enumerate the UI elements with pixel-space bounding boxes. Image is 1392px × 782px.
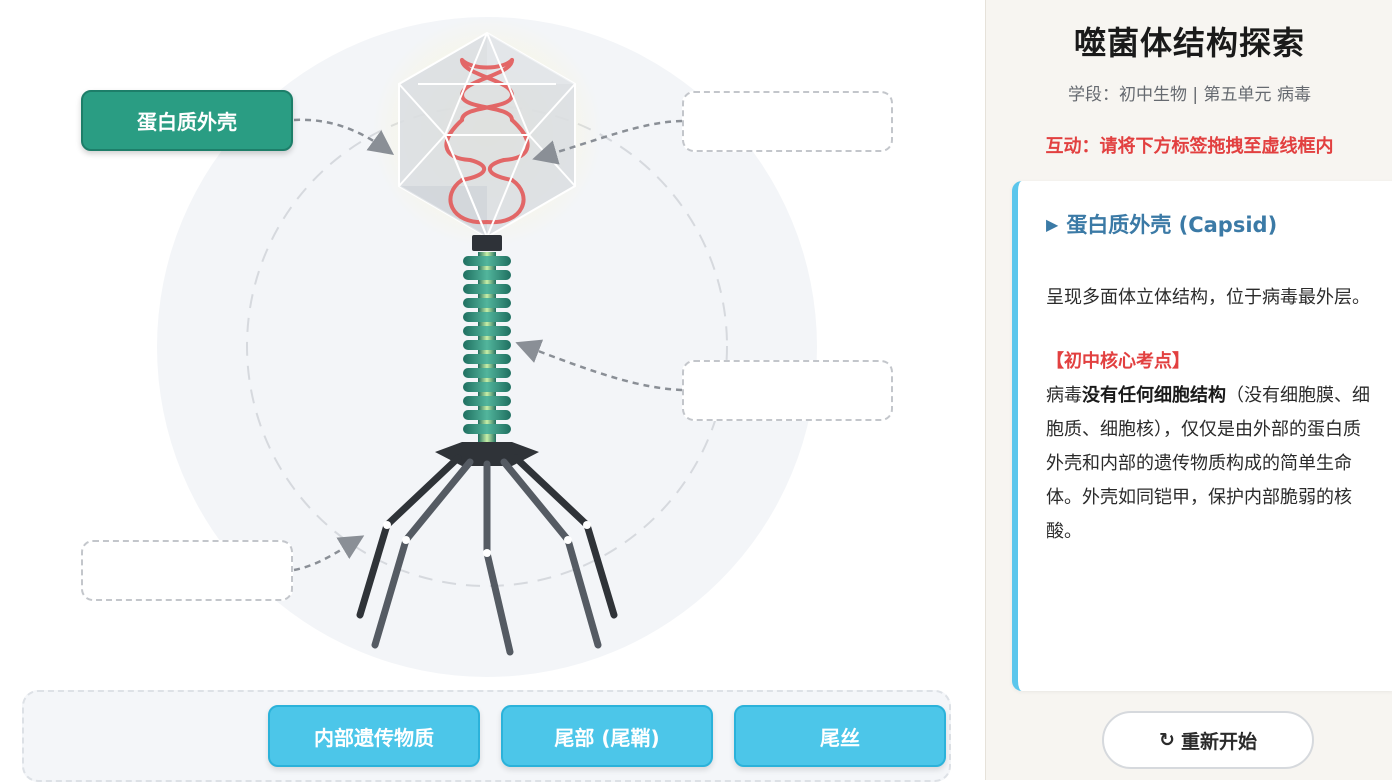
key-point-prefix: 病毒 <box>1046 385 1082 406</box>
info-title-text: 蛋白质外壳 (Capsid) <box>1066 213 1278 237</box>
key-point-rest: （没有细胞膜、细胞质、细胞核），仅仅是由外部的蛋白质外壳和内部的遗传物质构成的简… <box>1046 385 1370 542</box>
neck-collar <box>472 235 502 251</box>
instruction-text: 互动：请将下方标签拖拽至虚线框内 <box>1045 136 1334 157</box>
base-plate <box>435 442 539 466</box>
capsid <box>398 31 576 239</box>
chip-genetic-material[interactable]: 内部遗传物质 <box>268 705 480 767</box>
key-point-text: 病毒没有任何细胞结构（没有细胞膜、细胞质、细胞核），仅仅是由外部的蛋白质外壳和内… <box>1046 379 1371 549</box>
chip-tail-sheath[interactable]: 尾部 (尾鞘) <box>501 705 713 767</box>
phage-diagram <box>246 17 728 656</box>
arrow-icon <box>293 118 683 572</box>
side-panel: 噬菌体结构探索 学段：初中生物 | 第五单元 病毒 互动：请将下方标签拖拽至虚线… <box>985 0 1392 780</box>
tail-fibers <box>356 454 618 656</box>
chip-tail-fibers[interactable]: 尾丝 <box>734 705 946 767</box>
drop-target-tail-fibers[interactable] <box>81 540 293 601</box>
triangle-right-icon: ▶ <box>1046 214 1059 234</box>
key-point-title: 【初中核心考点】 <box>1046 351 1190 372</box>
key-point-bold: 没有任何细胞结构 <box>1082 385 1226 406</box>
info-description: 呈现多面体立体结构，位于病毒最外层。 <box>1046 287 1370 308</box>
drop-target-genetic-material[interactable] <box>682 91 893 152</box>
info-card: ▶ 蛋白质外壳 (Capsid) 呈现多面体立体结构，位于病毒最外层。 【初中核… <box>1012 181 1392 691</box>
page-subtitle: 学段：初中生物 | 第五单元 病毒 <box>1068 85 1311 105</box>
restart-button[interactable]: ↻ 重新开始 <box>1102 711 1314 769</box>
page-title: 噬菌体结构探索 <box>1073 24 1305 62</box>
info-title: ▶ 蛋白质外壳 (Capsid) <box>1046 209 1371 239</box>
tail-sheath <box>463 252 511 442</box>
drop-target-capsid-filled[interactable]: 蛋白质外壳 <box>81 90 293 151</box>
restart-label: 重新开始 <box>1180 730 1257 753</box>
drop-target-tail-sheath[interactable] <box>682 360 893 421</box>
diagram-stage: 蛋白质外壳 内部遗传物质 尾部 (尾鞘) 尾丝 <box>22 17 951 782</box>
restart-icon: ↻ <box>1159 729 1175 751</box>
